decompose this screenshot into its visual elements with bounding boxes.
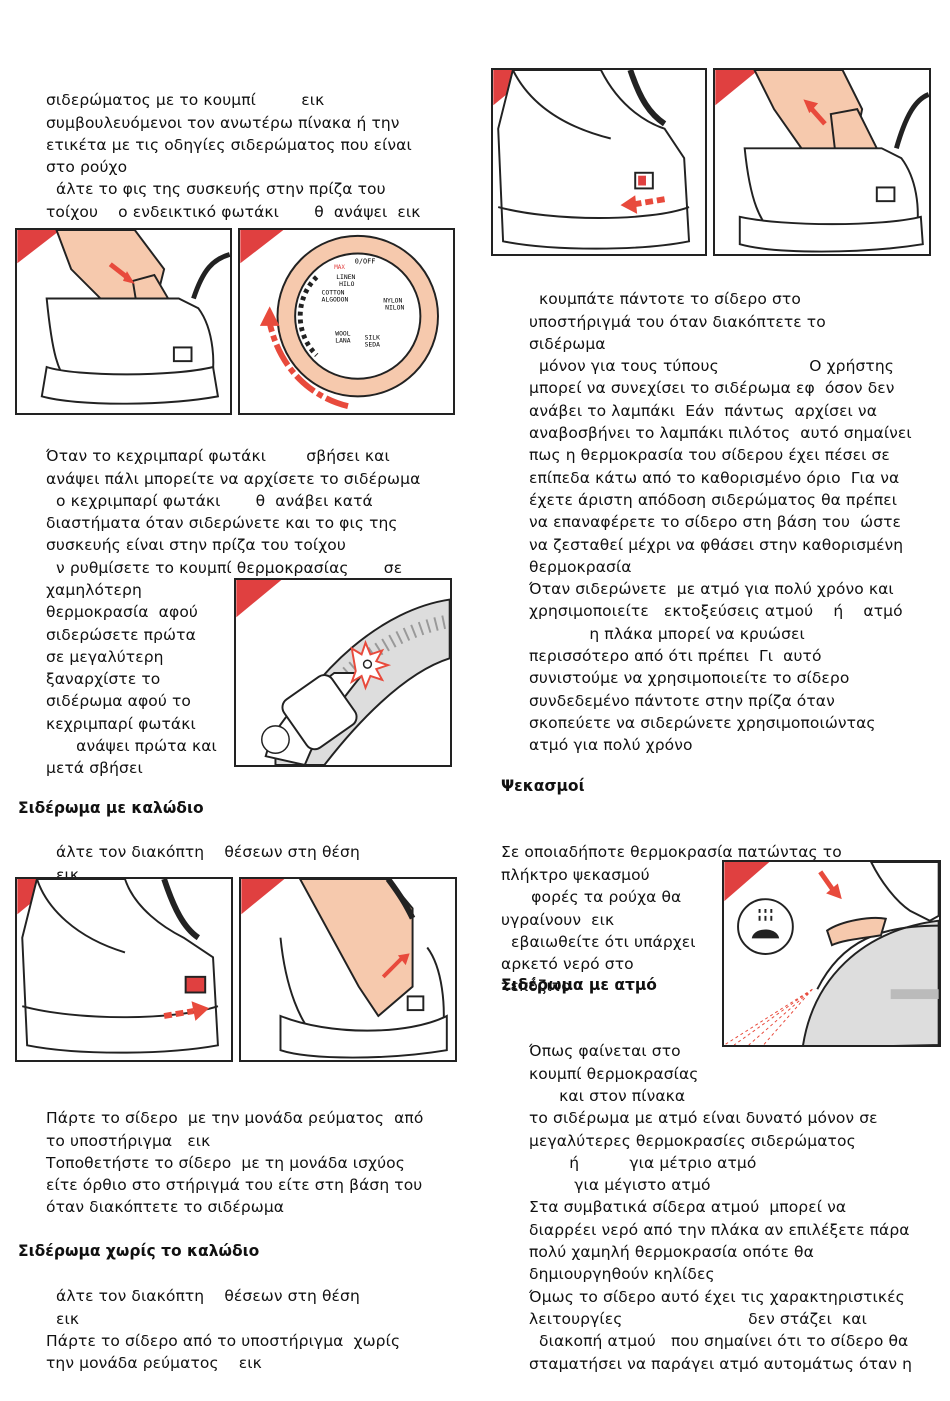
heading-cord-ironing: Σιδέρωμα με καλώδιο [18, 799, 204, 817]
heading-steam-ironing: Σιδέρωμα με ατμό [501, 976, 657, 994]
dial-label-lana: LANA [335, 338, 350, 345]
iron-on-base-illustration [17, 230, 230, 405]
right-paragraph-3-continued: το σιδέρωμα με ατμό είναι δυνατό μόνον σ… [529, 1109, 913, 1373]
dial-label-silk: SILK [365, 335, 380, 342]
figure-place-iron-on-base [713, 68, 931, 256]
dial-label-wool: WOOL [335, 331, 350, 338]
figure-temperature-dial: 0/OFF LINEN HILO COTTON ALGODON NYLON NI… [238, 228, 455, 415]
figure-lift-iron-from-base [239, 877, 457, 1062]
base-switch-off-illustration [493, 70, 691, 250]
heading-cordless-ironing: Σιδέρωμα χωρίς το καλώδιο [18, 1242, 260, 1260]
dial-label-nylon: NYLON [383, 297, 402, 304]
dial-label-hilo: HILO [339, 281, 354, 288]
place-iron-illustration [715, 70, 929, 253]
iron-indicator-illustration [236, 580, 450, 765]
spray-button-illustration [724, 862, 939, 1045]
figure-iron-on-base [15, 228, 232, 415]
left-paragraph-3: άλτε τον διακόπτη θέσεων στη θέση εικ [46, 843, 360, 884]
figure-base-switch-off [491, 68, 707, 256]
lift-iron-illustration [241, 879, 448, 1059]
figure-iron-indicator-light [234, 578, 452, 767]
dial-label-nilon: NILON [385, 304, 404, 311]
dial-label-seda: SEDA [365, 341, 380, 348]
figure-spray-button [722, 860, 941, 1047]
left-paragraph-4: Πάρτε το σίδερο με την μονάδα ρεύματος α… [46, 1109, 424, 1217]
dial-label-linen: LINEN [336, 274, 355, 281]
figure-switch-position [15, 877, 233, 1062]
dial-label-cotton: COTTON [322, 290, 345, 297]
dial-label-algodon: ALGODON [322, 296, 349, 303]
temperature-dial-illustration: 0/OFF LINEN HILO COTTON ALGODON NYLON NI… [240, 230, 439, 409]
switch-position-illustration [17, 879, 219, 1054]
dial-label-off: 0/OFF [355, 257, 376, 265]
heading-spray: Ψεκασμοί [501, 777, 585, 795]
dial-label-max: MAX [334, 265, 345, 271]
